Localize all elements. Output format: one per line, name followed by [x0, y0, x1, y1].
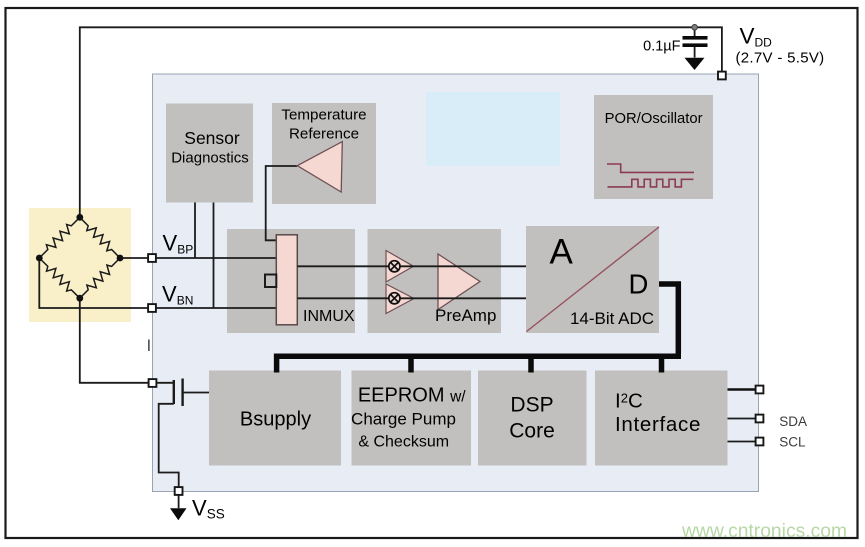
svg-text:Charge Pump: Charge Pump [351, 410, 456, 429]
svg-text:14-Bit ADC: 14-Bit ADC [570, 309, 654, 328]
svg-text:D: D [629, 269, 649, 300]
svg-text:I: I [147, 336, 152, 355]
svg-text:0.1µF: 0.1µF [643, 39, 681, 55]
svg-text:I2C: I2C [615, 389, 643, 412]
svg-text:Interface: Interface [615, 413, 701, 436]
svg-text:(2.7V - 5.5V): (2.7V - 5.5V) [736, 50, 825, 67]
svg-text:SCL: SCL [779, 435, 806, 450]
svg-text:DSP: DSP [510, 393, 553, 416]
svg-text:Core: Core [509, 419, 555, 442]
svg-text:Bsupply: Bsupply [240, 409, 311, 431]
svg-text:POR/Oscillator: POR/Oscillator [605, 111, 703, 127]
svg-text:PreAmp: PreAmp [435, 306, 496, 325]
svg-text:www.cntronics.com: www.cntronics.com [681, 521, 847, 542]
svg-text:Sensor: Sensor [184, 128, 240, 148]
svg-text:INMUX: INMUX [303, 308, 355, 325]
svg-text:Reference: Reference [289, 125, 359, 142]
svg-text:Temperature: Temperature [281, 107, 366, 124]
svg-text:EEPROM w/: EEPROM w/ [358, 385, 466, 407]
svg-text:Diagnostics: Diagnostics [171, 150, 249, 167]
svg-text:A: A [550, 233, 574, 272]
svg-text:& Checksum: & Checksum [358, 434, 449, 451]
svg-text:SDA: SDA [779, 414, 807, 429]
